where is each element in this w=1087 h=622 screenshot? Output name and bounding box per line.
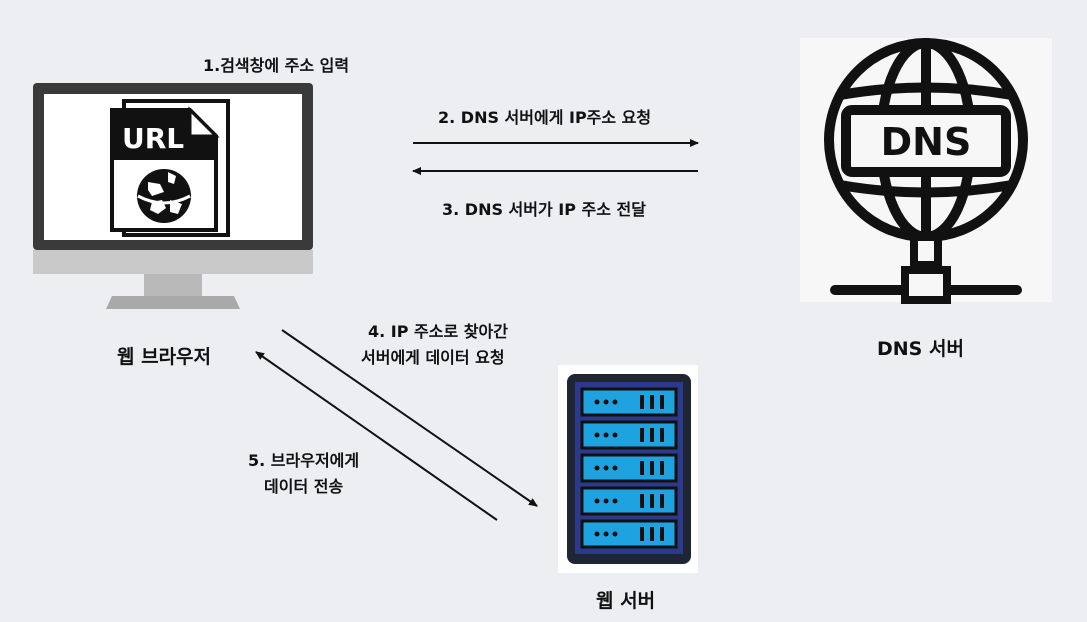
step1-text: 1.검색창에 주소 입력 [203,56,350,75]
step2-text: 2. DNS 서버에게 IP주소 요청 [438,108,652,127]
dns-globe-text: DNS [881,120,972,164]
dns-globe-icon: DNS [800,38,1052,304]
step4-text-line1: 4. IP 주소로 찾아간 [368,322,508,341]
step4-text-line2: 서버에게 데이터 요청 [361,348,505,367]
step5-text-line1: 5. 브라우저에게 [248,451,360,470]
arrow-browser-to-webserver [281,329,538,507]
step5-text-line2: 데이터 전송 [264,477,344,496]
dns-server-label: DNS 서버 [877,338,964,360]
url-document-icon: URL [110,99,230,237]
web-server-label: 웹 서버 [596,590,656,612]
server-rack-icon [558,365,698,573]
browser-label: 웹 브라우저 [117,346,212,368]
server-leds [594,395,664,541]
arrow-webserver-to-browser [255,351,498,521]
url-document-text: URL [122,122,184,155]
step3-text: 3. DNS 서버가 IP 주소 전달 [442,200,646,219]
